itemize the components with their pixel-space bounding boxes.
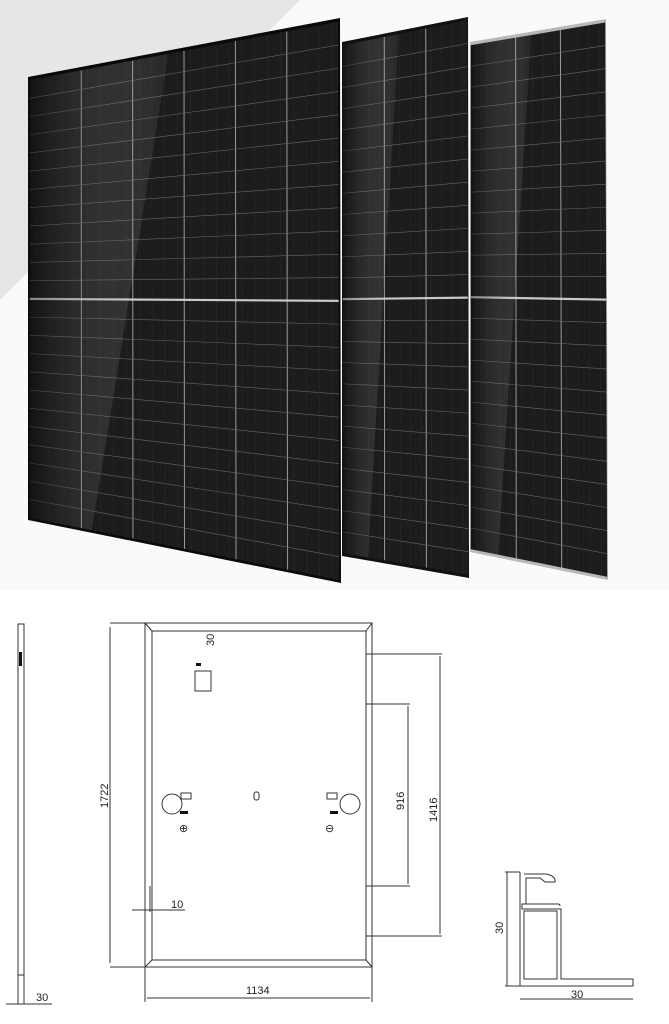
front-panel [28,18,341,583]
back-panel [470,19,608,580]
hole-offset-label: 10 [171,899,183,911]
mounting-outer-label: 1416 [428,798,440,822]
profile-width-label: 30 [571,989,583,1001]
negative-terminal-symbol: ⊖ [325,823,334,835]
rear-view: ⊕ ⊖ 30 1722 1134 1416 916 10 [99,622,442,1002]
glass-reflection [470,35,532,555]
frame-profile: 30 30 [494,871,634,1001]
side-thickness-label: 30 [36,992,48,1004]
middle-panel [342,17,469,578]
profile-height-label: 30 [494,922,506,934]
glass-reflection [29,53,169,531]
glass-reflection [342,34,399,558]
positive-terminal-symbol: ⊕ [179,823,188,835]
mounting-inner-label: 916 [395,792,407,810]
side-view: 30 [6,623,52,1005]
width-label: 1134 [246,985,270,997]
frame-top-label: 30 [205,634,217,646]
solar-panels [28,17,608,583]
height-label: 1722 [99,784,111,808]
